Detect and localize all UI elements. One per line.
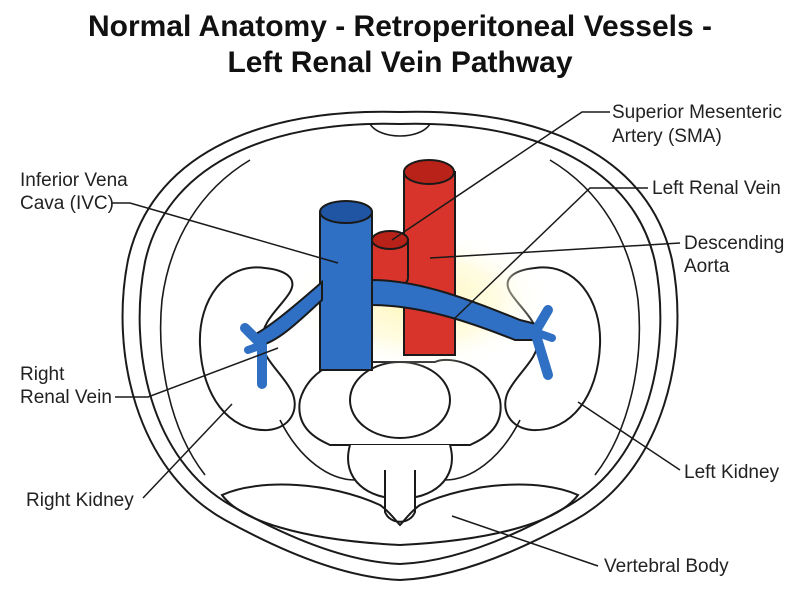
superior-mesenteric-artery — [371, 230, 409, 288]
body-outline — [121, 110, 679, 582]
label-vertebral-body: Vertebral Body — [604, 556, 729, 577]
label-left-renal-vein: Left Renal Vein — [652, 178, 781, 199]
label-right-kidney: Right Kidney — [26, 490, 134, 511]
label-aorta-line-1: Descending — [684, 233, 785, 254]
label-ivc-line-2: Cava (IVC) — [20, 193, 114, 214]
vertebra — [279, 358, 521, 523]
diagram-title-line-1: Normal Anatomy - Retroperitoneal Vessels… — [87, 10, 713, 43]
label-left-kidney: Left Kidney — [684, 462, 780, 483]
label-aorta-line-2: Aorta — [684, 256, 730, 277]
right-renal-vein-shape — [240, 279, 323, 389]
label-sma-line-1: Superior Mesenteric — [612, 102, 783, 123]
leader-lines — [112, 111, 681, 567]
label-right-renal-vein-line-2: Renal Vein — [20, 387, 112, 408]
label-sma-line-2: Artery (SMA) — [612, 126, 722, 147]
left-renal-vein-shape — [371, 278, 556, 380]
inferior-vena-cava — [319, 200, 373, 371]
diagram-title-line-2: Left Renal Vein Pathway — [227, 46, 573, 79]
label-right-renal-vein-line-1: Right — [20, 364, 65, 385]
back-muscles — [220, 483, 580, 547]
label-ivc-line-1: Inferior Vena — [20, 170, 128, 191]
